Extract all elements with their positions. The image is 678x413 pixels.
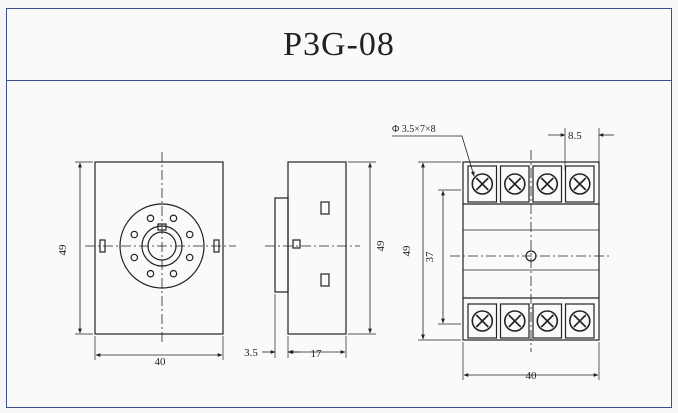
title-bar: P3G-08 (7, 9, 671, 81)
terminal-cell (532, 303, 563, 339)
right-latch (213, 239, 220, 253)
pin-hole (169, 269, 178, 278)
pin-hole (185, 230, 194, 239)
pin-hole (146, 214, 155, 223)
side-slot-lower (320, 273, 330, 287)
side-latch (292, 239, 301, 249)
flange-label: 3.5 (244, 347, 258, 359)
socket-key-notch (157, 223, 167, 231)
side-flange (274, 197, 289, 293)
socket-pin-holes (130, 214, 194, 278)
terminal-cell (467, 165, 498, 203)
side-depth-label: 17 (311, 348, 323, 360)
side-slot-upper (320, 201, 330, 215)
terminal-screw (503, 173, 526, 195)
hole-spec-label: Φ 3.5×7×8 (392, 124, 436, 135)
terminal-screw (471, 173, 494, 195)
page-title: P3G-08 (283, 25, 395, 63)
screw-slot (573, 314, 587, 328)
side-view (262, 161, 376, 358)
pitch-label: 8.5 (568, 130, 582, 142)
pin-hole (185, 253, 194, 262)
terminal-cell (564, 165, 595, 203)
screw-slot (540, 314, 554, 328)
screw-slot (475, 314, 489, 328)
socket-center-hole (147, 231, 177, 261)
side-height-label: 49 (375, 240, 387, 252)
hole-leader-line (392, 135, 475, 177)
pin-hole (169, 214, 178, 223)
terminal-cell (532, 165, 563, 203)
drawing-sheet: P3G-08 (6, 8, 672, 408)
terminal-inner-height-label: 37 (424, 251, 436, 263)
left-latch (99, 239, 106, 253)
pin-hole (146, 269, 155, 278)
pin-hole (130, 253, 139, 262)
terminal-height-label: 49 (401, 245, 413, 257)
terminal-screws (467, 165, 595, 339)
terminal-cell (467, 303, 498, 339)
terminal-screw (536, 173, 559, 195)
terminal-screw (568, 310, 591, 332)
front-height-label: 49 (57, 244, 69, 256)
mounting-hole (525, 250, 537, 262)
front-body-outline (94, 161, 224, 335)
terminal-screw (471, 310, 494, 332)
terminal-cell (499, 165, 530, 203)
terminal-screw (503, 310, 526, 332)
front-width-label: 40 (155, 356, 167, 368)
screw-slot (508, 314, 522, 328)
terminal-screw (568, 173, 591, 195)
terminal-view (392, 128, 614, 380)
screw-slot (508, 177, 522, 191)
socket-outer-ring (119, 203, 205, 289)
terminal-screw (536, 310, 559, 332)
screw-slot (475, 177, 489, 191)
socket-center-boss (141, 225, 183, 267)
front-view (75, 152, 236, 360)
terminal-cell (564, 303, 595, 339)
pin-hole (130, 230, 139, 239)
terminal-cell (499, 303, 530, 339)
screw-slot (540, 177, 554, 191)
terminal-width-label: 40 (526, 370, 538, 382)
screw-slot (573, 177, 587, 191)
